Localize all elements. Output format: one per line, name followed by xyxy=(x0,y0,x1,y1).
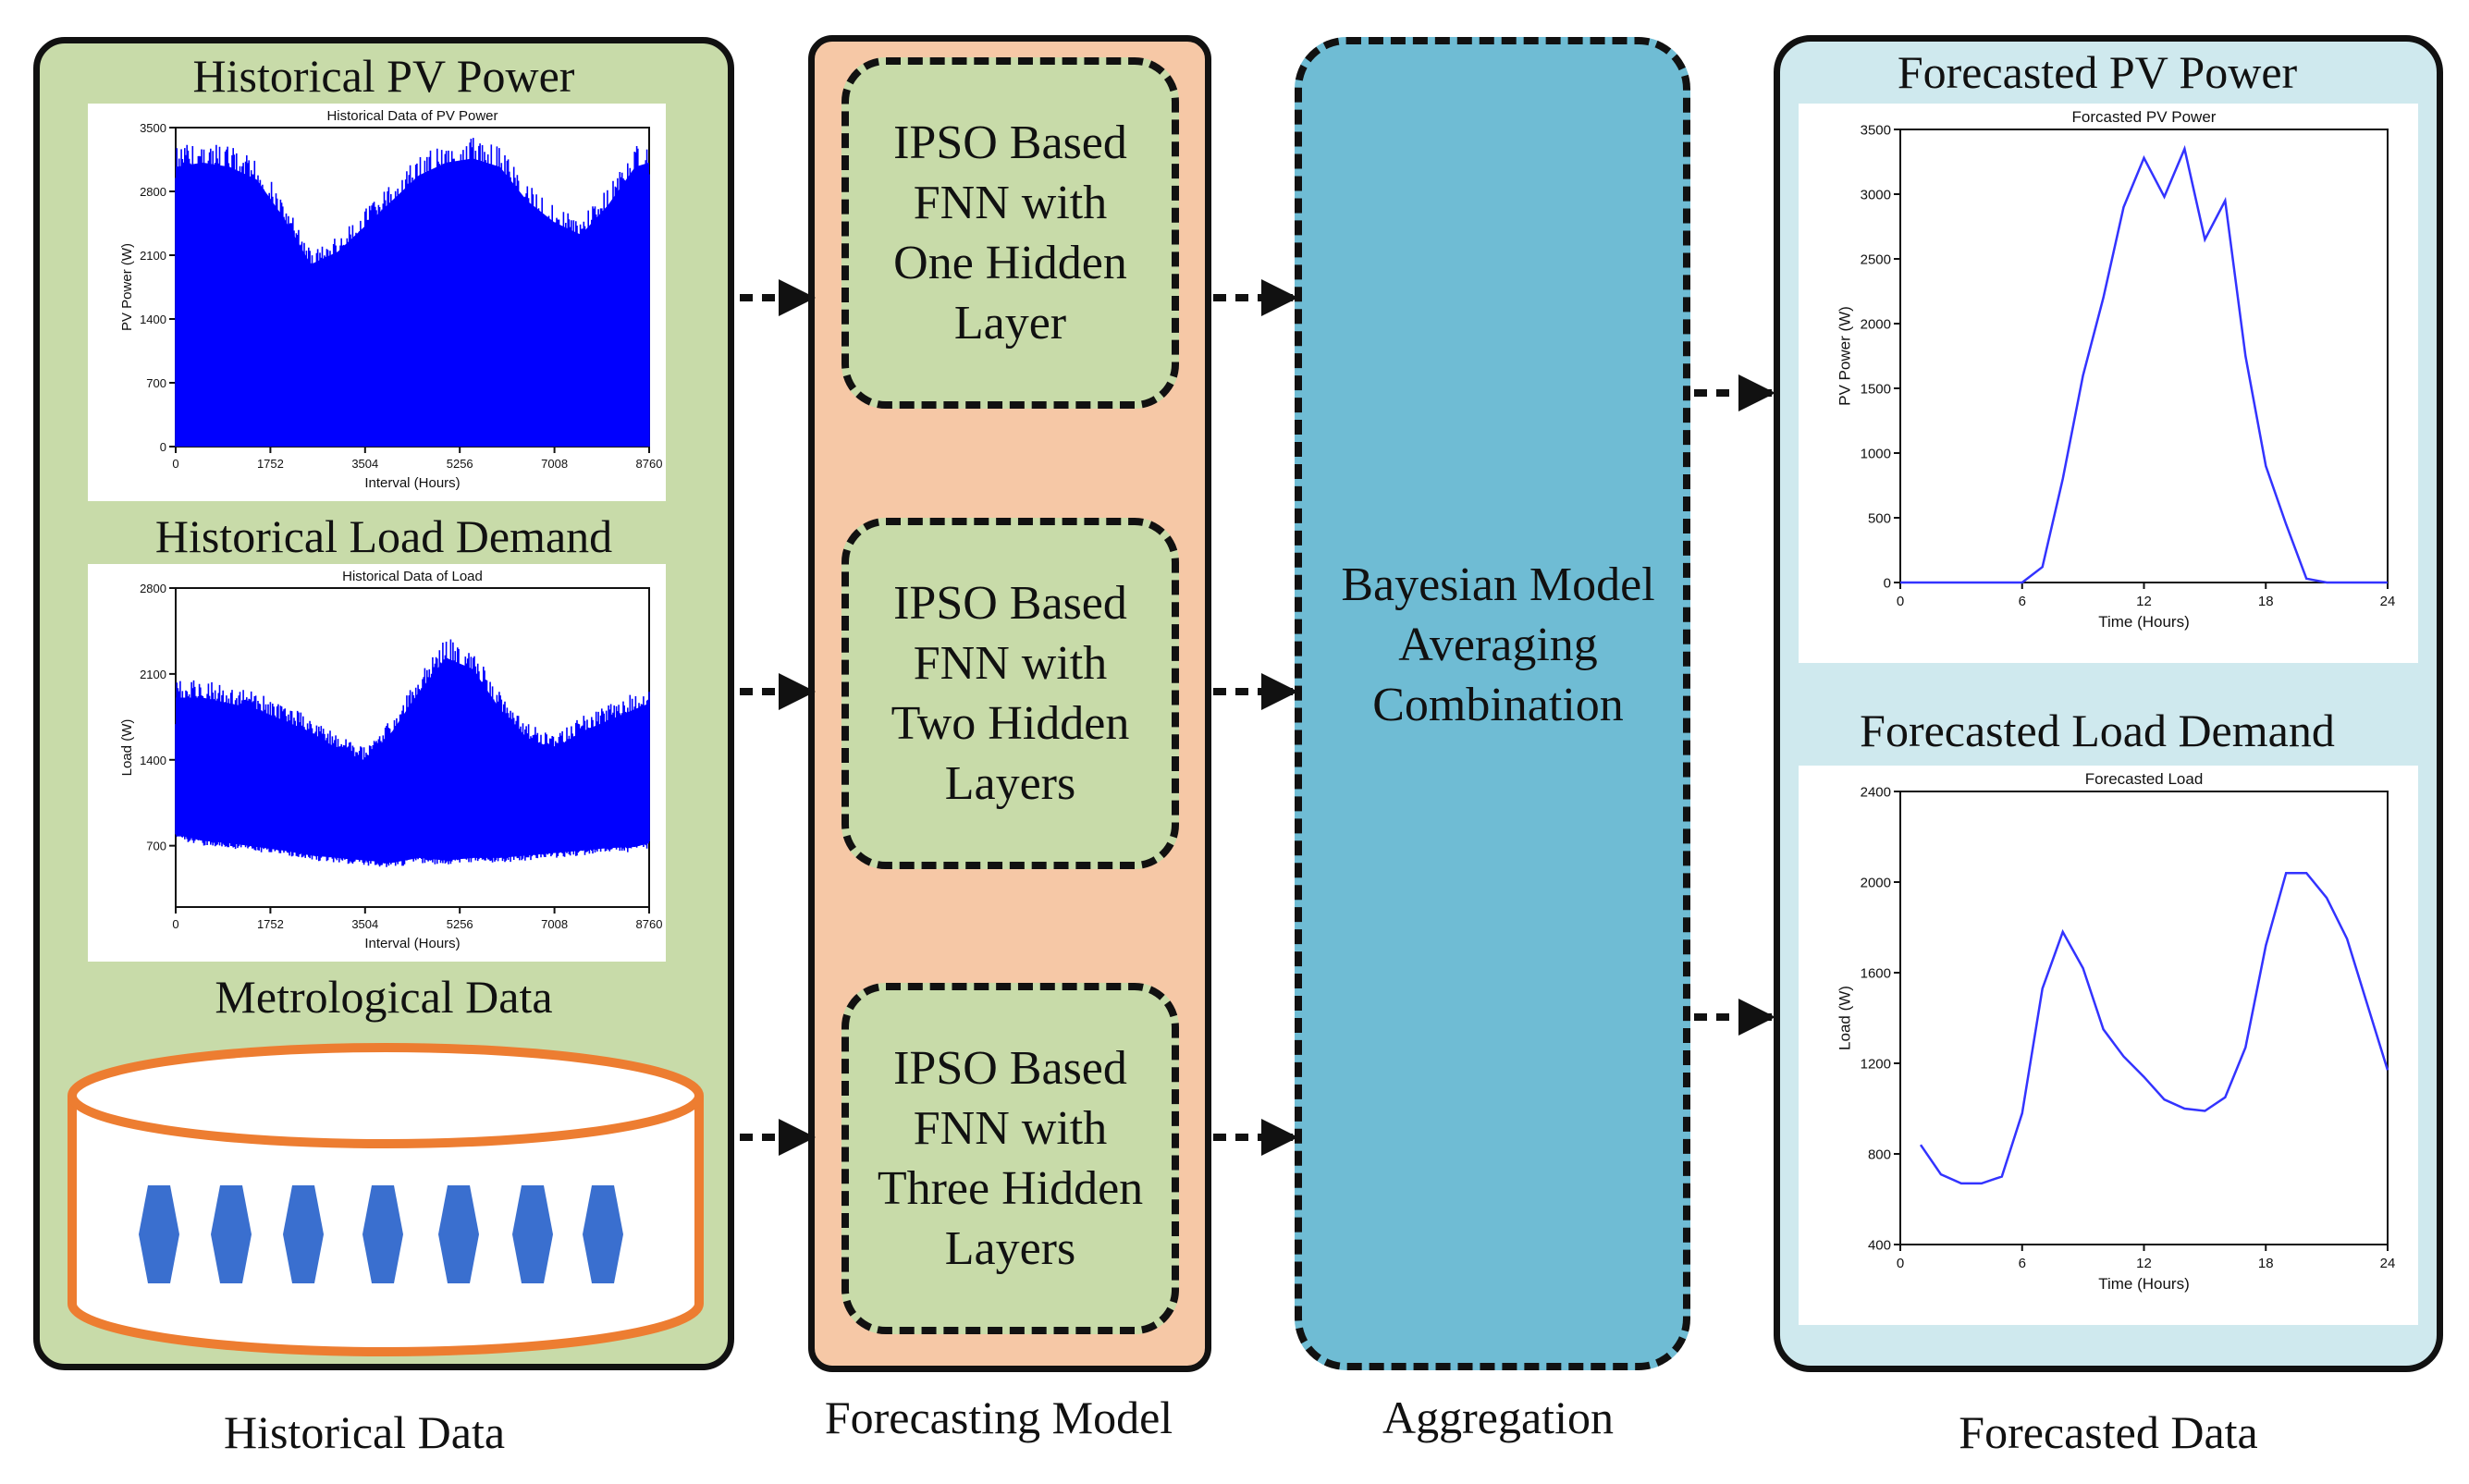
x-tick-label: 7008 xyxy=(541,917,568,931)
y-tick-label: 2800 xyxy=(140,582,166,595)
data-area xyxy=(176,657,649,864)
y-axis-label: Load (W) xyxy=(1836,986,1854,1050)
chart-title: Forcasted PV Power xyxy=(2072,108,2217,126)
forecasted-data-caption: Forecasted Data xyxy=(1959,1406,2258,1458)
historical-pv-title: Historical PV Power xyxy=(192,50,575,102)
hexagon-icon xyxy=(512,1185,553,1283)
x-axis-label: Interval (Hours) xyxy=(364,475,460,491)
y-tick-label: 2000 xyxy=(1861,317,1891,333)
x-tick-label: 0 xyxy=(172,457,178,471)
historical-data-caption: Historical Data xyxy=(223,1406,506,1458)
y-tick-label: 1400 xyxy=(140,313,166,326)
x-tick-label: 6 xyxy=(2019,1256,2026,1271)
y-tick-label: 3500 xyxy=(1861,123,1891,139)
data-series xyxy=(175,138,650,447)
hexagon-icon xyxy=(139,1185,179,1283)
y-tick-label: 1200 xyxy=(1861,1057,1891,1073)
x-axis-label: Time (Hours) xyxy=(2098,613,2190,631)
y-tick-label: 700 xyxy=(146,840,166,853)
fnn-one-hidden-layer-box: IPSO Based FNN with One Hidden Layer xyxy=(841,57,1179,409)
x-tick-label: 1752 xyxy=(257,917,284,931)
fnn-two-hidden-layers-box: IPSO Based FNN with Two Hidden Layers xyxy=(841,518,1179,869)
y-tick-label: 0 xyxy=(160,440,166,454)
forecasted-load-title: Forecasted Load Demand xyxy=(1860,705,2335,756)
aggregation-panel xyxy=(1295,37,1690,1370)
x-tick-label: 5256 xyxy=(447,917,473,931)
historical-load-title: Historical Load Demand xyxy=(154,510,613,562)
y-tick-label: 1000 xyxy=(1861,447,1891,462)
y-tick-label: 400 xyxy=(1868,1238,1891,1254)
y-tick-label: 1400 xyxy=(140,754,166,767)
data-series xyxy=(1899,144,2389,584)
x-axis-label: Interval (Hours) xyxy=(364,936,460,951)
x-tick-label: 0 xyxy=(1897,594,1904,609)
aggregation-caption: Aggregation xyxy=(1382,1392,1614,1443)
y-tick-label: 2500 xyxy=(1861,252,1891,268)
y-tick-label: 1600 xyxy=(1861,966,1891,982)
data-series xyxy=(175,639,650,867)
y-tick-label: 3000 xyxy=(1861,188,1891,203)
forecasted-pv-chart: Forcasted PV Power 0 6 12 18 24 0 500 1000 1500 20… xyxy=(1799,104,2418,663)
x-tick-label: 6 xyxy=(2019,594,2026,609)
y-tick-label: 500 xyxy=(1868,511,1891,527)
y-tick-label: 1500 xyxy=(1861,382,1891,398)
hexagon-icon xyxy=(211,1185,252,1283)
y-tick-label: 2400 xyxy=(1861,785,1891,801)
data-area xyxy=(176,158,649,447)
forecasted-load-chart: Forecasted Load 0 6 12 18 24 400 800 1200 1600 200… xyxy=(1799,766,2418,1325)
x-tick-label: 8760 xyxy=(636,917,663,931)
x-tick-label: 12 xyxy=(2136,594,2152,609)
x-tick-label: 0 xyxy=(172,917,178,931)
x-tick-label: 1752 xyxy=(257,457,284,471)
x-tick-label: 0 xyxy=(1897,1256,1904,1271)
y-tick-label: 0 xyxy=(1884,576,1891,592)
x-tick-label: 12 xyxy=(2136,1256,2152,1271)
y-tick-label: 2100 xyxy=(140,668,166,681)
x-tick-label: 5256 xyxy=(447,457,473,471)
x-tick-label: 18 xyxy=(2258,1256,2274,1271)
x-tick-label: 18 xyxy=(2258,594,2274,609)
series-line xyxy=(1919,871,2389,1185)
chart-title: Forecasted Load xyxy=(2085,770,2204,788)
historical-pv-chart: Historical Data of PV Power 0 1752 3504 5256… xyxy=(88,104,666,501)
fnn-three-hidden-layers-box: IPSO Based FNN with Three Hidden Layers xyxy=(841,983,1179,1334)
y-axis-label: Load (W) xyxy=(119,719,135,777)
hexagon-icon xyxy=(283,1185,324,1283)
hexagon-icon xyxy=(362,1185,403,1283)
metrological-data-title: Metrological Data xyxy=(215,971,553,1023)
y-tick-label: 2000 xyxy=(1861,876,1891,891)
y-tick-label: 3500 xyxy=(140,121,166,135)
hexagon-icon xyxy=(583,1185,623,1283)
y-tick-label: 800 xyxy=(1868,1147,1891,1163)
x-tick-label: 3504 xyxy=(351,917,378,931)
chart-title: Historical Data of PV Power xyxy=(326,108,497,124)
hexagon-icon xyxy=(438,1185,479,1283)
x-tick-label: 24 xyxy=(2380,1256,2396,1271)
chart-title: Historical Data of Load xyxy=(342,569,483,584)
forecasted-pv-title: Forecasted PV Power xyxy=(1897,46,2298,98)
x-tick-label: 8760 xyxy=(636,457,663,471)
x-tick-label: 3504 xyxy=(351,457,378,471)
data-series xyxy=(1919,871,2389,1185)
y-axis-label: PV Power (W) xyxy=(1836,306,1854,406)
y-axis-label: PV Power (W) xyxy=(119,243,135,331)
forecasting-model-caption: Forecasting Model xyxy=(824,1392,1173,1443)
bma-label: Bayesian Model Averaging Combination xyxy=(1341,558,1655,731)
y-tick-label: 2800 xyxy=(140,185,166,199)
data-hexagons xyxy=(129,1185,647,1287)
y-tick-label: 2100 xyxy=(140,249,166,263)
x-tick-label: 7008 xyxy=(541,457,568,471)
x-tick-label: 24 xyxy=(2380,594,2396,609)
y-tick-label: 700 xyxy=(146,376,166,390)
x-axis-label: Time (Hours) xyxy=(2098,1275,2190,1293)
